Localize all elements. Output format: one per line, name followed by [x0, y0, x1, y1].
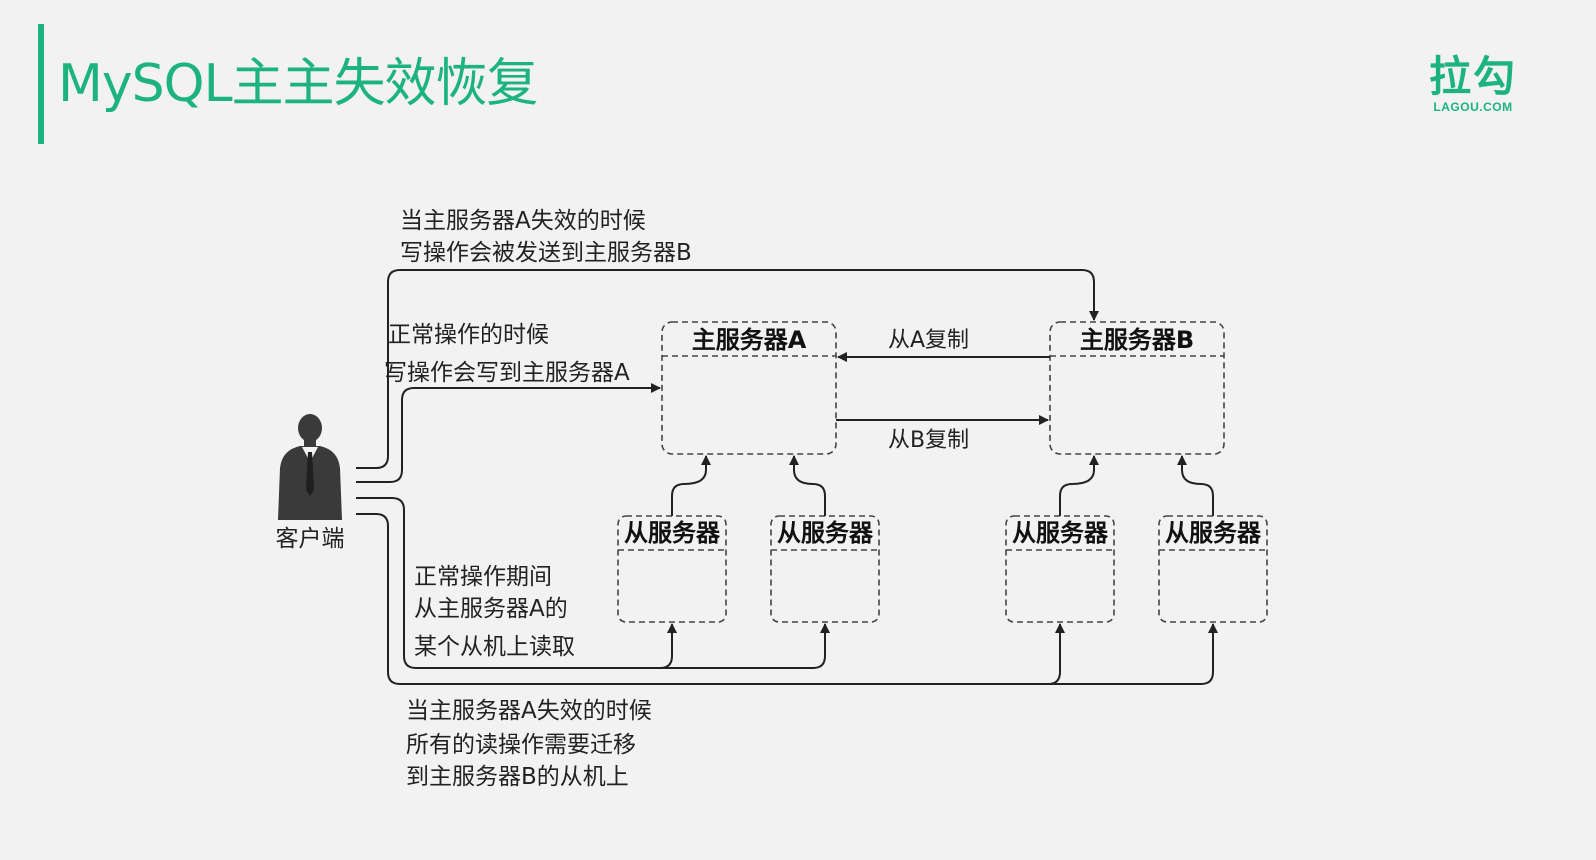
- master-a-box: 主服务器A: [661, 321, 837, 455]
- slave-a1-box: 从服务器: [617, 515, 727, 623]
- slave-b1-box: 从服务器: [1005, 515, 1115, 623]
- master-b-label: 主服务器B: [1080, 326, 1194, 354]
- failover-write-arrow: [356, 269, 1099, 469]
- client-label: 客户端: [276, 526, 345, 552]
- normal-read-branch-arrow: [660, 623, 830, 669]
- failover-read-arrow: [356, 513, 1065, 685]
- failover-read-line3: 到主服务器B的从机上: [406, 764, 629, 790]
- logo-text: 拉勾: [1428, 52, 1517, 101]
- normal-read-line2: 从主服务器A的: [414, 596, 568, 622]
- failover-write-line2: 写操作会被发送到主服务器B: [400, 240, 692, 266]
- slave-a2-to-master-a-arrow: [789, 455, 826, 516]
- normal-read-line3: 某个从机上读取: [414, 634, 575, 660]
- slave-a2-label: 从服务器: [777, 519, 874, 547]
- lagou-logo: 拉勾 LAGOU.COM: [1418, 52, 1528, 115]
- failover-read-line2: 所有的读操作需要迁移: [406, 732, 636, 758]
- master-a-label: 主服务器A: [692, 326, 807, 354]
- title-accent-bar: [38, 24, 44, 144]
- failover-read-line1: 当主服务器A失效的时候: [406, 698, 652, 724]
- slave-a2-box: 从服务器: [770, 515, 880, 623]
- logo-subtext: LAGOU.COM: [1433, 100, 1513, 114]
- slave-b1-to-master-b-arrow: [1059, 455, 1099, 516]
- replicate-from-a-label: 从A复制: [888, 328, 969, 353]
- slave-a1-to-master-a-arrow: [671, 455, 711, 516]
- slave-a1-label: 从服务器: [624, 519, 721, 547]
- normal-write-line2: 写操作会写到主服务器A: [384, 360, 630, 386]
- normal-write-line1: 正常操作的时候: [388, 322, 549, 348]
- normal-write-arrow: [356, 383, 661, 483]
- normal-read-line1: 正常操作期间: [414, 564, 552, 590]
- page-title: MySQL主主失效恢复: [58, 54, 539, 114]
- failover-read-branch-arrow: [1048, 623, 1218, 685]
- slave-b1-label: 从服务器: [1012, 519, 1109, 547]
- client-person-icon: [278, 414, 342, 520]
- replicate-from-b-label: 从B复制: [888, 428, 969, 453]
- slave-b2-box: 从服务器: [1158, 515, 1268, 623]
- slave-b2-label: 从服务器: [1165, 519, 1262, 547]
- failover-write-line1: 当主服务器A失效的时候: [400, 208, 646, 234]
- normal-read-arrow: [356, 497, 677, 669]
- master-b-box: 主服务器B: [1049, 321, 1225, 455]
- slave-b2-to-master-b-arrow: [1177, 455, 1214, 516]
